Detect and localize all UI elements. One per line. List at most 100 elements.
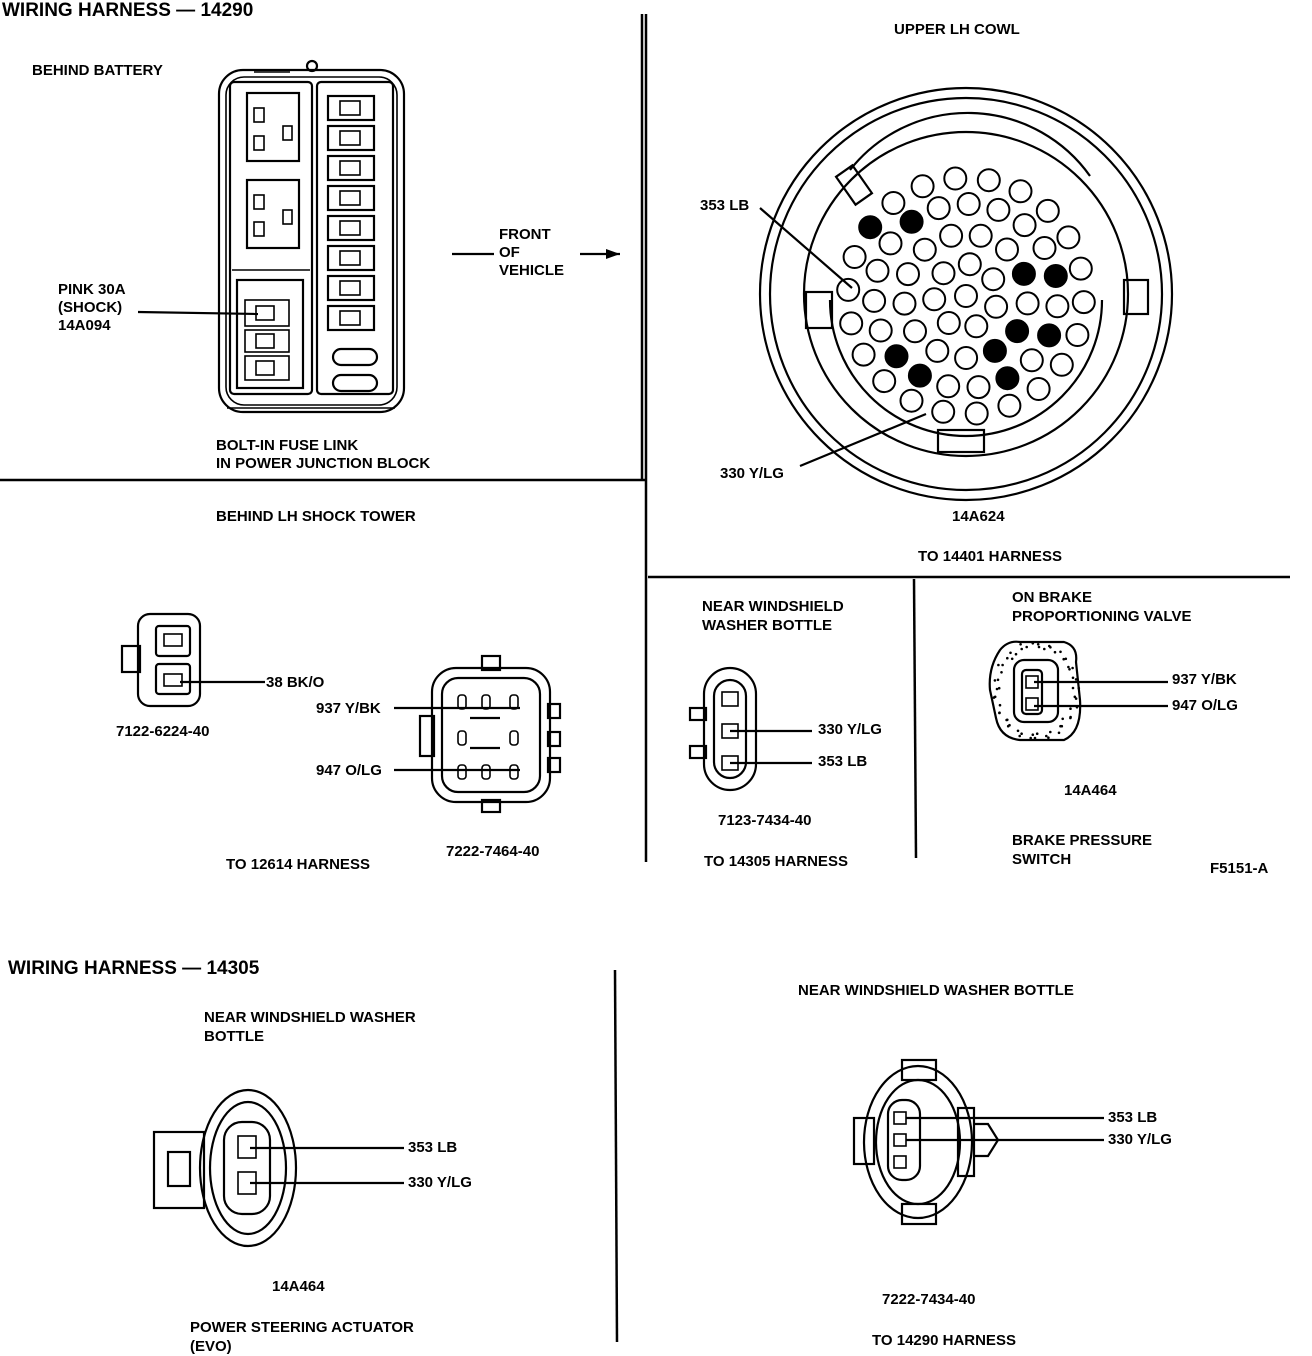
housing-texture-dot	[1048, 644, 1051, 648]
housing-texture-dot	[1031, 642, 1035, 645]
fuse-slot	[326, 274, 376, 302]
cowl-pin	[842, 245, 867, 269]
cowl-pin	[931, 399, 956, 424]
housing-texture-dot	[1067, 665, 1070, 669]
connector-7122-6224-40	[120, 612, 202, 708]
cowl-pin	[954, 284, 978, 308]
cowl-pin	[943, 166, 968, 191]
cowl-353-leader	[759, 207, 853, 289]
cowl-pin	[862, 288, 887, 313]
cowl-pin	[1049, 352, 1074, 377]
brake-location-label: ON BRAKE PROPORTIONING VALVE	[1012, 589, 1191, 625]
connector-7222-7434-40	[852, 1058, 1000, 1226]
brake-housing-texture	[992, 642, 1081, 740]
brake-part-number: 14A464	[1064, 782, 1117, 799]
cowl-pin	[899, 388, 924, 413]
cowl-pin	[1026, 377, 1051, 401]
brake-caption: BRAKE PRESSURE SWITCH	[1012, 832, 1156, 868]
cowl-pin	[836, 277, 861, 302]
cowl-pin	[922, 287, 947, 312]
cowl-pin	[839, 311, 864, 336]
fuse-slot	[326, 154, 376, 182]
cowl-part-number: 14A624	[952, 508, 1005, 525]
housing-texture-dot	[1018, 734, 1021, 738]
fuse-blade	[339, 310, 361, 326]
power-junction-block	[217, 59, 406, 414]
shock-tower-location-label: BEHIND LH SHOCK TOWER	[216, 508, 416, 525]
fuse-slot	[326, 124, 376, 152]
housing-texture-dot	[1014, 652, 1018, 656]
14305-left-wire-353: 353 LB	[408, 1139, 457, 1156]
panel-washer-14290: NEAR WINDSHIELD WASHER BOTTLE 330 Y/LG 3…	[688, 598, 882, 870]
brake-pressure-switch-connector	[988, 640, 1082, 742]
washer-part-number: 7123-7434-40	[718, 812, 811, 829]
cowl-location-label: UPPER LH COWL	[894, 21, 1020, 38]
fuse-blade	[339, 220, 361, 236]
housing-texture-dot	[1045, 734, 1048, 738]
housing-texture-dot	[1077, 686, 1081, 690]
washer-wire-353-label: 353 LB	[818, 753, 867, 770]
part-7122-6224-40: 7122-6224-40	[116, 723, 209, 740]
housing-texture-dot	[1031, 733, 1035, 736]
junction-block-caption: BOLT-IN FUSE LINK IN POWER JUNCTION BLOC…	[216, 437, 430, 472]
cowl-pin	[896, 262, 920, 287]
housing-texture-dot	[1074, 697, 1078, 700]
fuse-slot	[326, 244, 376, 272]
cowl-pin	[964, 314, 989, 339]
cowl-pin	[892, 291, 917, 316]
housing-texture-dot	[1025, 645, 1028, 649]
washer-to-harness: TO 14305 HARNESS	[704, 853, 848, 870]
cowl-pin	[984, 294, 1009, 319]
panel-upper-lh-cowl: UPPER LH COWL 353 LB 330 Y/LG 14A624 TO …	[700, 21, 1174, 565]
14305-left-part: 14A464	[272, 1278, 325, 1295]
cowl-pin-active	[1011, 261, 1036, 286]
panel-behind-battery: BEHIND BATTERY	[32, 59, 620, 472]
cowl-pin-active	[858, 215, 883, 240]
housing-texture-dot	[1033, 736, 1037, 740]
housing-texture-dot	[993, 695, 997, 699]
cowl-connector-14A624	[758, 86, 1174, 502]
fuse-blade	[339, 100, 361, 116]
wire-38-label: 38 BK/O	[266, 674, 325, 691]
housing-texture-dot	[993, 679, 997, 682]
cowl-pin	[976, 168, 1001, 193]
brake-wire-947-label: 947 O/LG	[1172, 697, 1238, 714]
housing-texture-dot	[996, 678, 1000, 682]
cowl-pin	[997, 393, 1022, 418]
cowl-pin-active	[982, 338, 1007, 363]
connector-b-pin	[457, 730, 467, 746]
housing-texture-dot	[997, 686, 1001, 690]
fuse-blade	[339, 280, 361, 296]
housing-texture-dot	[1071, 686, 1075, 690]
fuse-slot	[326, 94, 376, 122]
cowl-pin	[1035, 198, 1060, 223]
housing-texture-dot	[1019, 643, 1022, 646]
cowl-pin	[968, 223, 993, 248]
cowl-pin-active	[1043, 264, 1068, 288]
cowl-pin	[872, 369, 897, 394]
wire-947-label: 947 O/LG	[316, 762, 382, 779]
14305-right-to-harness: TO 14290 HARNESS	[872, 1332, 1016, 1349]
fuse-slot	[326, 184, 376, 212]
housing-texture-dot	[1071, 676, 1075, 680]
housing-texture-dot	[1001, 663, 1004, 667]
housing-texture-dot	[1053, 650, 1057, 654]
panel-brake-valve: ON BRAKE PROPORTIONING VALVE 937 Y/BK 94…	[988, 589, 1269, 877]
housing-texture-dot	[1059, 650, 1062, 654]
housing-texture-dot	[1073, 695, 1077, 699]
panel-dividers	[0, 14, 1290, 1343]
shock-to-harness: TO 12614 HARNESS	[226, 856, 370, 873]
cowl-pin	[936, 374, 961, 399]
housing-texture-dot	[1029, 736, 1032, 740]
cowl-pin	[1015, 291, 1040, 316]
cowl-pin	[1068, 256, 1093, 281]
cowl-pin-active	[1005, 319, 1030, 344]
housing-texture-dot	[1020, 647, 1023, 651]
cowl-pin	[956, 192, 981, 216]
housing-texture-dot	[1057, 731, 1061, 735]
housing-texture-dot	[1068, 668, 1071, 671]
connector-7123-7434-40	[688, 666, 758, 792]
wire-937-label: 937 Y/BK	[316, 700, 381, 717]
fuse-slot	[326, 304, 376, 332]
housing-texture-dot	[995, 687, 999, 691]
